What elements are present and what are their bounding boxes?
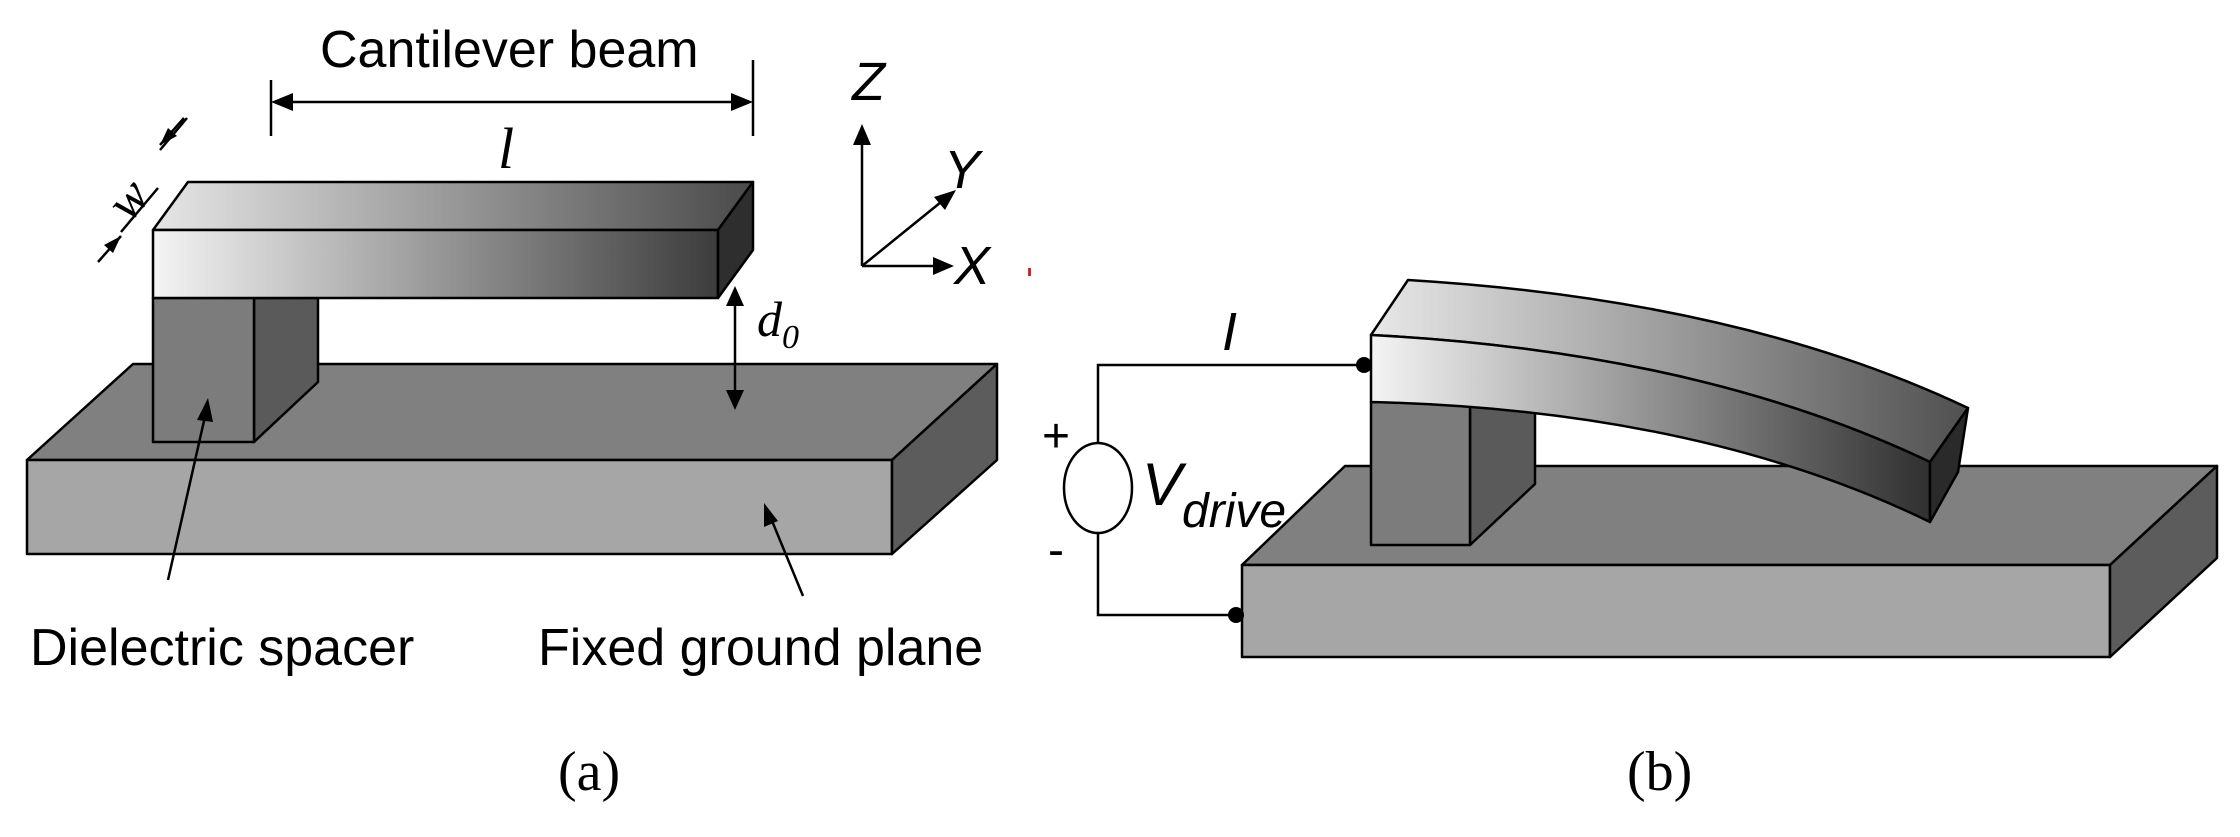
beam-top <box>151 180 755 232</box>
gap-symbol: d0 <box>757 291 799 356</box>
plus-sign: + <box>1042 410 1070 463</box>
panel-a: Cantilever beam l w d0 <box>25 21 999 803</box>
voltage-source-icon <box>1062 441 1134 535</box>
ground-plane-b-front <box>1240 563 2112 659</box>
beam-front <box>151 228 720 300</box>
axis-y-label: Y <box>944 140 984 200</box>
spacer-label: Dielectric spacer <box>30 619 414 677</box>
drive-circuit <box>1096 363 1362 617</box>
coordinate-axes <box>853 124 956 275</box>
beam-end <box>716 180 755 300</box>
ground-leader <box>764 503 805 597</box>
width-symbol: w <box>95 168 161 231</box>
ground-plane-front <box>25 458 894 556</box>
minus-sign: - <box>1048 524 1064 577</box>
bent-beam-b <box>1369 278 1970 524</box>
bent-beam-end <box>1928 406 1970 524</box>
panel-b: I + - Vdrive (b) <box>1042 278 2219 803</box>
spacer-leader <box>166 398 213 581</box>
caption-b: (b) <box>1627 741 1692 803</box>
beam-title: Cantilever beam <box>320 21 699 79</box>
axis-z-label: Z <box>850 52 887 112</box>
cantilever-beam-a <box>151 180 755 300</box>
width-dimension <box>97 117 188 263</box>
stray-red-mark <box>1028 268 1031 276</box>
ground-plane-b-side <box>2108 464 2219 659</box>
length-dimension <box>269 60 755 136</box>
ground-plane-b <box>1240 464 2219 659</box>
gap-dimension <box>726 286 744 410</box>
current-symbol: I <box>1222 302 1237 362</box>
terminal-bottom-icon <box>1228 607 1244 623</box>
ground-label: Fixed ground plane <box>538 619 983 677</box>
spacer-b-front <box>1369 400 1472 547</box>
caption-a: (a) <box>558 741 620 803</box>
terminal-top-icon <box>1356 357 1372 373</box>
dielectric-spacer-a <box>151 296 320 444</box>
length-symbol: l <box>498 116 514 181</box>
ground-plane-side <box>890 362 999 556</box>
axis-x-label: X <box>952 236 992 296</box>
dielectric-spacer-b <box>1369 400 1537 547</box>
voltage-label: Vdrive <box>1142 451 1286 538</box>
